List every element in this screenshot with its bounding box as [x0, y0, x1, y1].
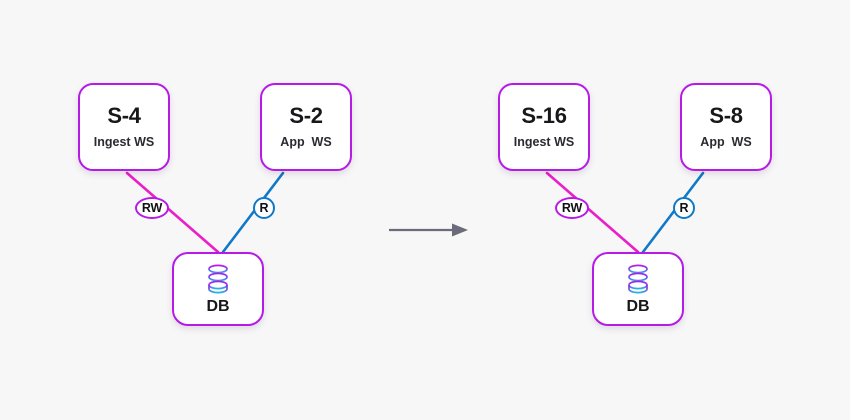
node-ingest-ws[interactable]: S-16 Ingest WS: [498, 83, 590, 171]
diagram-group-before: S-4 Ingest WS S-2 App WS: [55, 0, 395, 420]
edge-badge-r[interactable]: R: [253, 197, 275, 219]
edge-ingest-to-db: [125, 171, 220, 254]
db-label: DB: [626, 298, 650, 315]
edge-badge-label: RW: [561, 201, 583, 215]
node-app-ws[interactable]: S-2 App WS: [260, 83, 352, 171]
node-title: S-4: [107, 103, 141, 129]
node-ingest-ws[interactable]: S-4 Ingest WS: [78, 83, 170, 171]
node-subtitle: App WS: [280, 135, 332, 150]
node-subtitle: Ingest WS: [93, 135, 155, 150]
right-arrow-icon: [389, 223, 468, 237]
edge-layer-before: [125, 171, 285, 254]
node-subtitle: App WS: [700, 135, 752, 150]
node-database[interactable]: DB: [592, 252, 684, 326]
node-title: S-16: [521, 103, 567, 129]
edge-badge-label: R: [679, 201, 689, 215]
transition-arrow: [388, 222, 472, 238]
node-subtitle: Ingest WS: [513, 135, 575, 150]
node-title: S-2: [289, 103, 323, 129]
edge-badge-label: RW: [141, 201, 163, 215]
node-title: S-8: [709, 103, 743, 129]
edge-ingest-to-db: [545, 171, 640, 254]
database-cylinder-icon: [628, 264, 648, 294]
node-database[interactable]: DB: [172, 252, 264, 326]
edge-badge-rw[interactable]: RW: [135, 197, 169, 219]
edge-badge-label: R: [259, 201, 269, 215]
diagram-group-after: S-16 Ingest WS S-8 App WS: [475, 0, 815, 420]
edge-badge-rw[interactable]: RW: [555, 197, 589, 219]
edge-badge-r[interactable]: R: [673, 197, 695, 219]
edge-layer-after: [545, 171, 705, 254]
db-label: DB: [206, 298, 230, 315]
database-cylinder-icon: [208, 264, 228, 294]
node-app-ws[interactable]: S-8 App WS: [680, 83, 772, 171]
